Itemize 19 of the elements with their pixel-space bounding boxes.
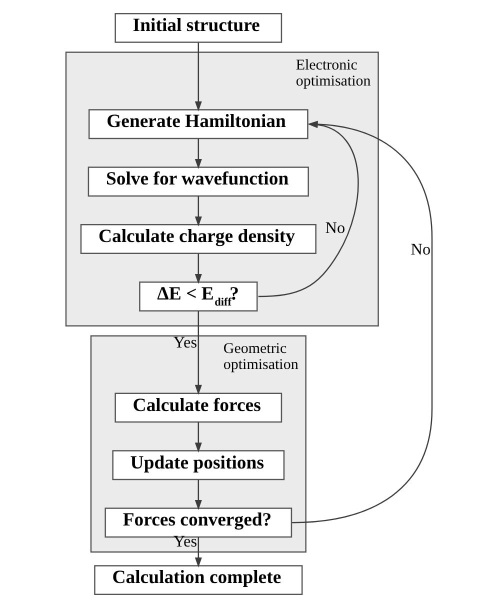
arrow bbox=[194, 537, 202, 568]
node-box: ΔE < E$_{diff}$? bbox=[139, 282, 258, 312]
node-box: Generate Hamiltonian bbox=[88, 109, 308, 140]
edge-label: No bbox=[410, 240, 431, 259]
arrow bbox=[194, 480, 202, 510]
arrow bbox=[194, 42, 202, 112]
arrow bbox=[194, 422, 202, 453]
arrow bbox=[194, 138, 202, 170]
node-box: Solve for wavefunction bbox=[88, 166, 309, 197]
node-box: Update positions bbox=[112, 450, 285, 480]
edge-label: Yes bbox=[173, 334, 198, 352]
arrow bbox=[194, 196, 202, 226]
arrow bbox=[194, 311, 202, 395]
node-box: Calculate charge density bbox=[80, 224, 316, 254]
node-box: Calculation complete bbox=[94, 565, 303, 596]
arrow bbox=[194, 254, 202, 284]
node-box: Initial structure bbox=[114, 12, 282, 43]
edge-label: No bbox=[325, 218, 346, 237]
node-box: Calculate forces bbox=[114, 392, 282, 423]
